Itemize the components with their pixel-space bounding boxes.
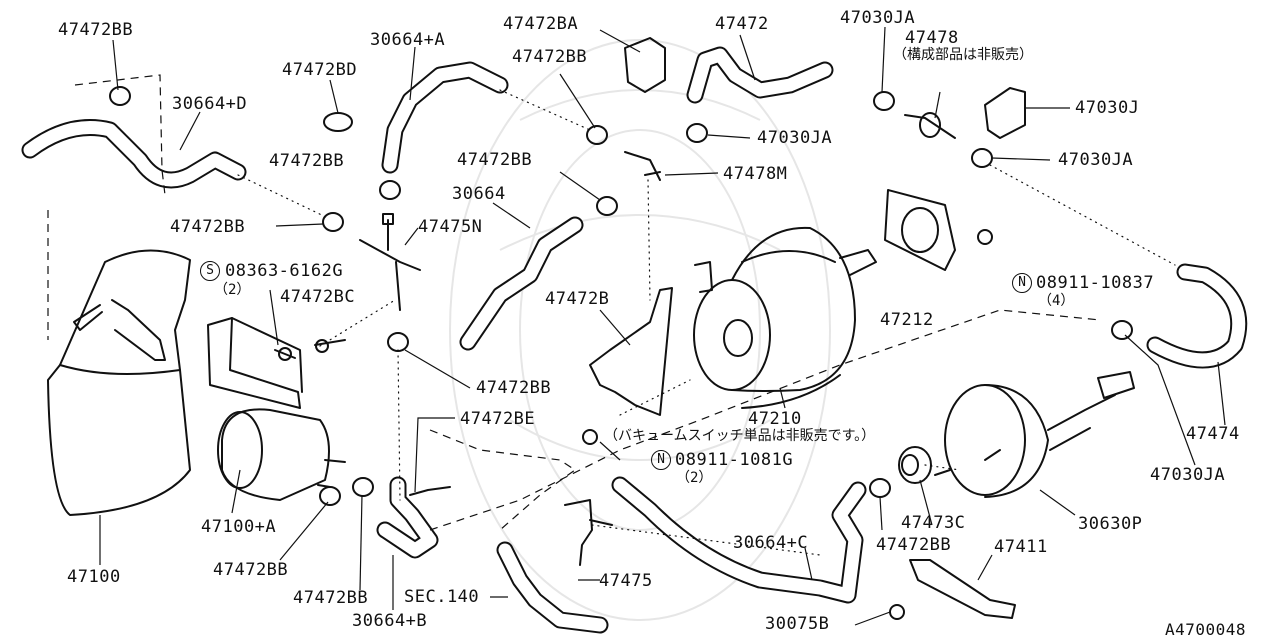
hose-47472[interactable]	[686, 46, 834, 104]
nut-30075B[interactable]	[889, 604, 905, 620]
label-08911-1081G-qty: （2）	[676, 470, 713, 486]
label-47472BB[interactable]: 47472BB	[512, 47, 588, 67]
bolt-47472BC[interactable]	[314, 339, 346, 353]
diagram-id: A4700048	[1165, 620, 1247, 639]
grommet-47473C[interactable]	[898, 446, 932, 484]
label-47472BB[interactable]: 47472BB	[476, 378, 552, 398]
clamp-47472BB-d[interactable]	[596, 196, 618, 216]
label-47210[interactable]: 47210	[748, 409, 802, 429]
label-47472B[interactable]: 47472B	[545, 289, 610, 309]
hose-47474[interactable]	[1146, 263, 1248, 369]
clamp-47472BB-c[interactable]	[586, 125, 608, 145]
label-47472BB[interactable]: 47472BB	[58, 20, 134, 40]
clamp-47030JA-d[interactable]	[1111, 320, 1133, 340]
clamp-47030JA-a[interactable]	[873, 91, 895, 111]
label-47472BD[interactable]: 47472BD	[282, 60, 358, 80]
hose-30664D[interactable]	[21, 119, 247, 189]
label-08911-10837[interactable]: 08911-10837	[1036, 273, 1155, 293]
label-47478[interactable]: 47478	[905, 28, 959, 48]
clip-47472BA[interactable]	[624, 37, 666, 93]
label-47472BE[interactable]: 47472BE	[460, 409, 536, 429]
label-08911-10837-qty: （4）	[1038, 293, 1075, 309]
clamp-47472BB-e[interactable]	[387, 332, 409, 352]
label-30630P[interactable]: 30630P	[1078, 514, 1143, 534]
watermark-emblem	[449, 39, 831, 621]
nut-08911-10837[interactable]	[977, 229, 993, 245]
hose-30664[interactable]	[459, 216, 584, 351]
clamp-47472BE[interactable]	[409, 486, 451, 496]
hose-30664C[interactable]	[611, 476, 867, 604]
label-47472BB[interactable]: 47472BB	[876, 535, 952, 555]
clamp-47472BB-a[interactable]	[322, 212, 344, 232]
nut-08911-1081G[interactable]	[582, 429, 598, 445]
label-47100A[interactable]: 47100+A	[201, 517, 277, 537]
label-47030JA[interactable]: 47030JA	[1150, 465, 1226, 485]
label-47472[interactable]: 47472	[715, 14, 769, 34]
label-47030JA[interactable]: 47030JA	[840, 8, 916, 28]
clip-47030J[interactable]	[984, 87, 1026, 139]
hose-sec140[interactable]	[496, 541, 609, 634]
symbol-N: N	[1012, 273, 1032, 293]
label-47478M[interactable]: 47478M	[723, 164, 788, 184]
bracket-47411[interactable]	[909, 559, 1016, 619]
label-08363-qty: （2）	[214, 282, 251, 298]
clamp-47472BB-f[interactable]	[319, 486, 341, 506]
hose-30664B[interactable]	[376, 476, 439, 559]
label-47478-note: （構成部品は非販売）	[893, 47, 1033, 63]
clamp-47472BB-g[interactable]	[352, 477, 374, 497]
label-30664B[interactable]: 30664+B	[352, 611, 428, 631]
clamp-47472BB-top[interactable]	[109, 86, 131, 106]
label-47472BB[interactable]: 47472BB	[269, 151, 345, 171]
clamp-47472BB-b[interactable]	[379, 180, 401, 200]
canister-47100A[interactable]	[217, 408, 346, 501]
label-sec140[interactable]: SEC.140	[404, 587, 480, 607]
hose-30664A[interactable]	[381, 61, 509, 174]
label-47411[interactable]: 47411	[994, 537, 1048, 557]
label-47473C[interactable]: 47473C	[901, 513, 966, 533]
label-30664[interactable]: 30664	[452, 184, 506, 204]
label-47472BB[interactable]: 47472BB	[293, 588, 369, 608]
label-47472BC[interactable]: 47472BC	[280, 287, 356, 307]
label-47210-note: （バキュームスイッチ単品は非販売です。）	[604, 428, 876, 444]
label-08911-1081G[interactable]: 08911-1081G	[675, 450, 794, 470]
dotted-connection-lines	[237, 89, 1176, 556]
leader-lines	[99, 26, 1226, 626]
check-valve-47478[interactable]	[904, 112, 956, 139]
label-47030J[interactable]: 47030J	[1075, 98, 1140, 118]
bolt-08363-6162G[interactable]	[274, 347, 296, 361]
label-30664A[interactable]: 30664+A	[370, 30, 446, 50]
label-47030JA[interactable]: 47030JA	[757, 128, 833, 148]
symbol-N: N	[651, 450, 671, 470]
clamp-47030JA-b[interactable]	[686, 123, 708, 143]
gasket-47212[interactable]	[884, 189, 956, 271]
label-47472BB[interactable]: 47472BB	[457, 150, 533, 170]
label-47472BB[interactable]: 47472BB	[170, 217, 246, 237]
label-47475[interactable]: 47475	[599, 571, 653, 591]
label-30664D[interactable]: 30664+D	[172, 94, 248, 114]
clamp-47472BB-h[interactable]	[869, 478, 891, 498]
connector-47475[interactable]	[564, 499, 613, 566]
label-47472BB[interactable]: 47472BB	[213, 560, 289, 580]
label-47472BA[interactable]: 47472BA	[503, 14, 579, 34]
clamp-47030JA-c[interactable]	[971, 148, 993, 168]
label-30075B[interactable]: 30075B	[765, 614, 830, 634]
bracket-47472B[interactable]	[589, 287, 673, 416]
valve-47478M[interactable]	[624, 151, 661, 181]
canister-bracket[interactable]	[207, 317, 303, 409]
label-47030JA[interactable]: 47030JA	[1058, 150, 1134, 170]
tee-connector-47475N[interactable]	[359, 213, 421, 311]
symbol-S: S	[200, 261, 220, 281]
label-30664C[interactable]: 30664+C	[733, 533, 809, 553]
clamp-47472BD[interactable]	[323, 112, 353, 132]
label-47100[interactable]: 47100	[67, 567, 121, 587]
label-47212[interactable]: 47212	[880, 310, 934, 330]
label-08363-6162G[interactable]: 08363-6162G	[225, 261, 344, 281]
label-47474[interactable]: 47474	[1186, 424, 1240, 444]
canister-housing-47100[interactable]	[47, 249, 191, 516]
label-47475N[interactable]: 47475N	[418, 217, 483, 237]
brake-booster-47210[interactable]	[693, 226, 877, 409]
brake-booster-30630P[interactable]	[934, 371, 1135, 498]
